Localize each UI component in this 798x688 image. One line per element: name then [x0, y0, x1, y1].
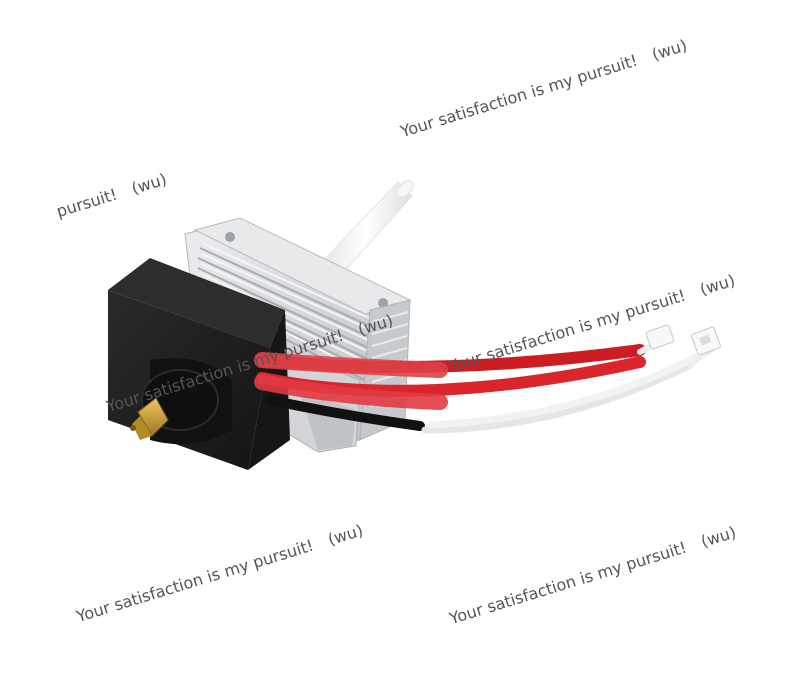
ptfe-tube	[321, 180, 414, 277]
jst-connectors	[645, 324, 721, 356]
brass-nozzle	[130, 397, 169, 440]
wires	[254, 339, 715, 434]
